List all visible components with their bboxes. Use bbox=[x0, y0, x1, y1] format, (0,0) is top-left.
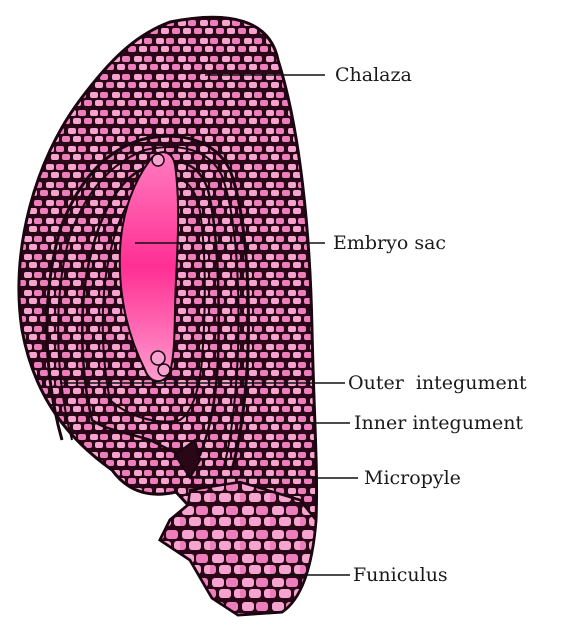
label-inner-integument: Inner integument bbox=[354, 412, 523, 434]
synergid-cell bbox=[151, 351, 165, 365]
label-micropyle: Micropyle bbox=[364, 467, 461, 489]
antipodal-cell bbox=[152, 154, 164, 166]
label-funiculus: Funiculus bbox=[353, 564, 448, 586]
label-chalaza: Chalaza bbox=[335, 64, 412, 86]
egg-cell bbox=[158, 364, 170, 376]
label-outer-integument: Outer integument bbox=[348, 372, 527, 394]
label-embryo-sac: Embryo sac bbox=[333, 232, 446, 254]
